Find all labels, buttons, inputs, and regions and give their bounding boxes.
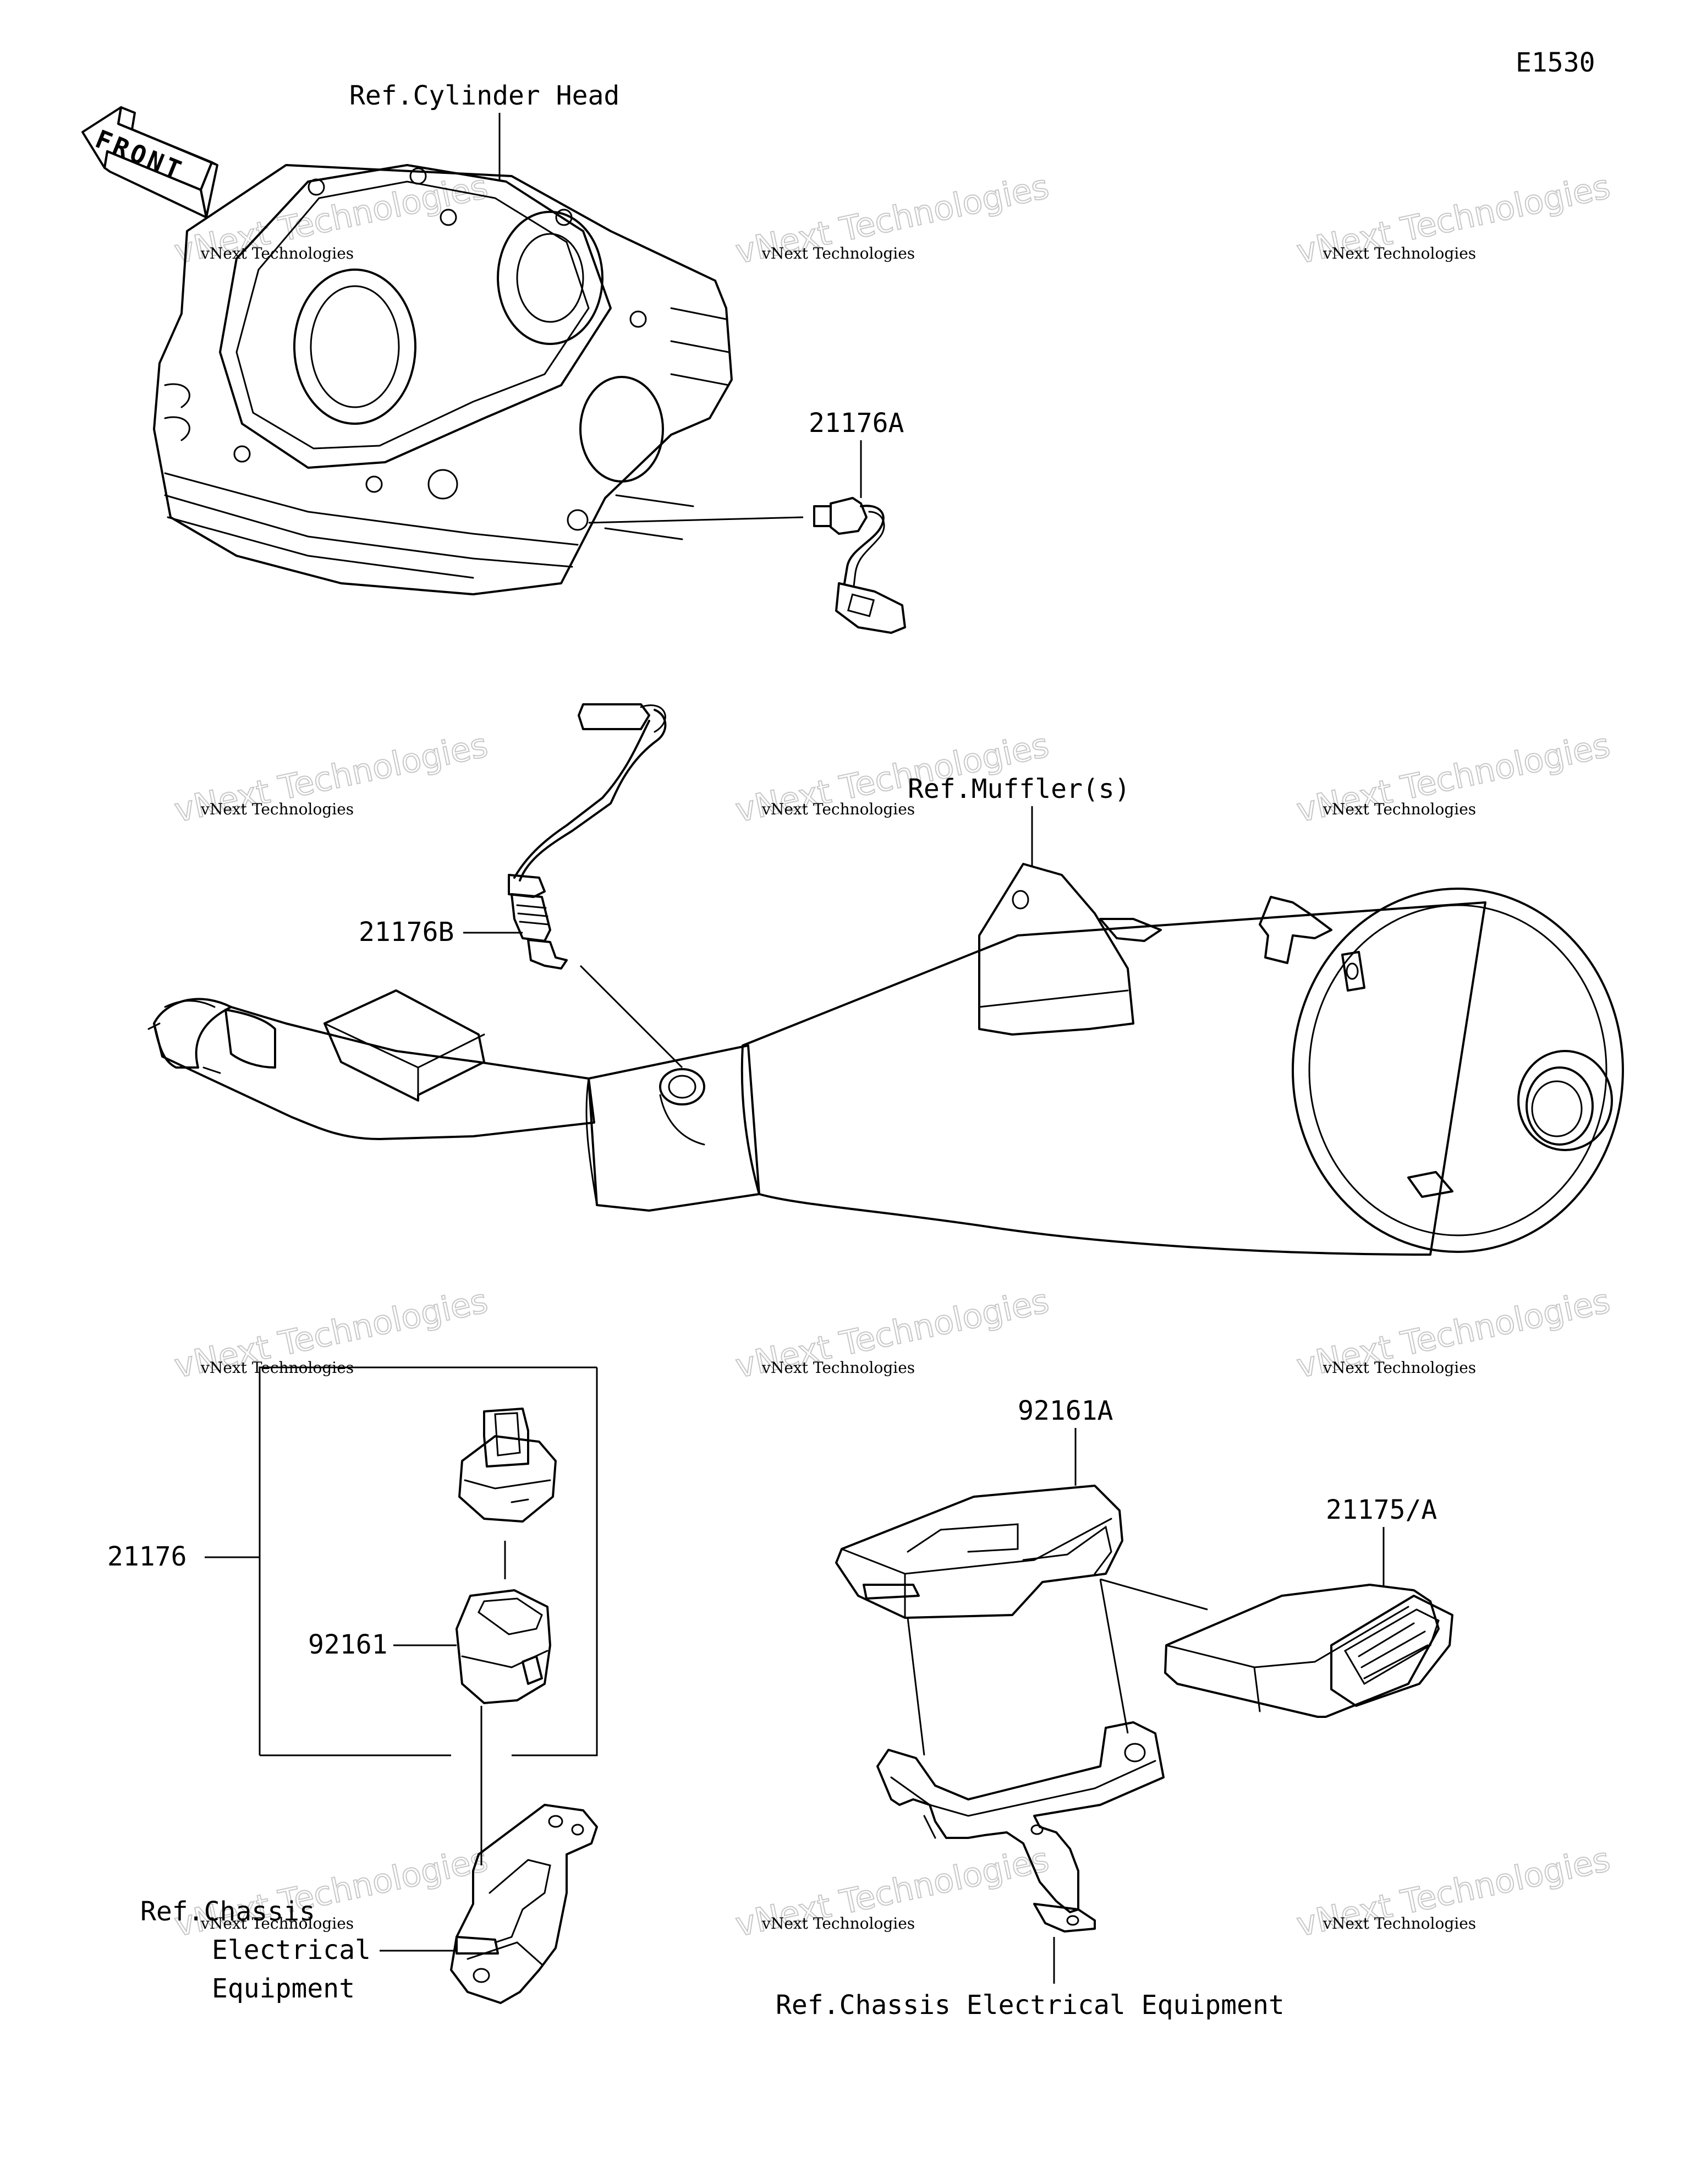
leader-cover-to-ecu	[1100, 1578, 1208, 1611]
female-connector	[458, 1408, 557, 1523]
cylinder-head	[153, 164, 733, 595]
leader-cover-bracket-1	[907, 1617, 925, 1756]
label-sensor-assy: 21176	[107, 1541, 187, 1572]
watermark-small: vNext Technologies	[1323, 244, 1476, 262]
chassis-bracket-left	[450, 1804, 598, 2004]
leader-cover-bracket-2	[1099, 1579, 1129, 1734]
connector-92161	[456, 1589, 551, 1704]
muffler	[147, 863, 1624, 1256]
watermark-small: vNext Technologies	[761, 1359, 915, 1377]
watermark-small: vNext Technologies	[200, 800, 354, 818]
watermark-small: vNext Technologies	[761, 1914, 915, 1933]
watermark-small: vNext Technologies	[761, 800, 915, 818]
leader-sensor-b-boss	[579, 965, 683, 1069]
label-chassis-left-1: Ref.Chassis	[140, 1896, 315, 1927]
front-arrow-icon: FRONT	[81, 106, 218, 218]
diagram-id: E1530	[1516, 47, 1595, 78]
watermark-small: vNext Technologies	[1323, 800, 1476, 818]
label-ecu-cover: 92161A	[1018, 1395, 1113, 1426]
label-sensor-a: 21176A	[809, 408, 904, 439]
watermark-small: vNext Technologies	[1323, 1914, 1476, 1933]
assembly-bracket-21176	[205, 1366, 598, 1756]
watermark-small: vNext Technologies	[761, 244, 915, 262]
watermark-small: vNext Technologies	[200, 1914, 354, 1933]
label-ecu: 21175/A	[1326, 1495, 1437, 1525]
watermark-small: vNext Technologies	[1323, 1359, 1476, 1377]
sensor-21176a	[813, 497, 906, 634]
chassis-bracket-right	[876, 1721, 1165, 1933]
label-connector: 92161	[308, 1629, 388, 1660]
sensor-21176b	[508, 703, 667, 970]
label-chassis-left-2: Electrical	[212, 1935, 371, 1966]
label-sensor-b: 21176B	[359, 917, 454, 948]
ecu-cover-92161a	[835, 1485, 1123, 1619]
label-chassis-left-3: Equipment	[212, 1973, 355, 2004]
label-chassis-right: Ref.Chassis Electrical Equipment	[776, 1990, 1285, 2021]
label-cylinder-head: Ref.Cylinder Head	[349, 80, 619, 111]
leader-sensor-a	[588, 516, 804, 524]
label-muffler: Ref.Muffler(s)	[908, 774, 1131, 804]
ecu-21175a	[1164, 1584, 1453, 1718]
